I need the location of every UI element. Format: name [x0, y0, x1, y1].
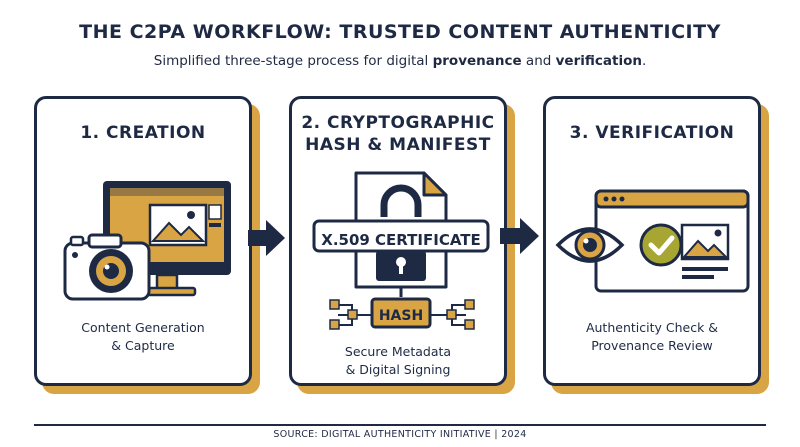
stage-3-description-line-2: Provenance Review [591, 338, 713, 353]
certificate-label: X.509 CERTIFICATE [321, 231, 481, 249]
subtitle-bold-verification: verification [555, 53, 642, 69]
stage-2-description-line-2: & Digital Signing [345, 362, 451, 377]
page-title: THE C2PA WORKFLOW: TRUSTED CONTENT AUTHE… [79, 21, 721, 43]
footer-source: SOURCE: DIGITAL AUTHENTICITY INITIATIVE … [273, 429, 527, 440]
arrow-right-icon [248, 220, 285, 256]
subtitle-bold-provenance: provenance [432, 53, 522, 69]
stage-1-description-line-1: Content Generation [81, 320, 205, 335]
subtitle-suffix: . [641, 53, 647, 69]
hash-label: HASH [378, 308, 424, 324]
stage-card-creation: 1. CREATION Content Generation & Capture [34, 96, 252, 386]
eye-checkmark-browser-icon [555, 189, 750, 293]
stage-card-verification: 3. VERIFICATION Authenticity Check & Pro… [543, 96, 761, 386]
stage-2-title-line-1: 2. CRYPTOGRAPHIC [301, 113, 495, 133]
stage-2-title-line-2: HASH & MANIFEST [305, 135, 491, 155]
subtitle-prefix: Simplified three-stage process for digit… [153, 53, 433, 69]
stage-1-description-line-2: & Capture [111, 338, 175, 353]
footer-divider [34, 424, 766, 426]
camera-monitor-icon [63, 181, 231, 301]
stage-2-description-line-1: Secure Metadata [344, 344, 452, 359]
stage-3-description-line-1: Authenticity Check & [585, 320, 719, 335]
arrow-right-icon [500, 218, 539, 254]
page-subtitle: Simplified three-stage process for digit… [0, 53, 800, 69]
subtitle-mid: and [521, 53, 556, 69]
stage-card-hash-manifest: 2. CRYPTOGRAPHIC HASH & MANIFEST X.509 C… [289, 96, 507, 386]
padlock-document-icon [312, 171, 490, 330]
stage-3-title: 3. VERIFICATION [569, 123, 735, 143]
stage-1-title: 1. CREATION [80, 123, 206, 143]
